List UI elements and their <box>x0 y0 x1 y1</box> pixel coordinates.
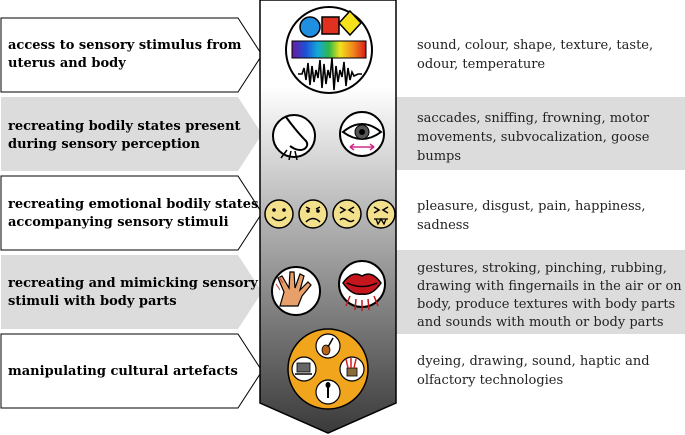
label-shape-4 <box>1 255 262 329</box>
label-texts: access to sensory stimulus from uterus a… <box>8 38 258 379</box>
row-1-label-line-2: uterus and body <box>8 56 126 71</box>
row-1-label: access to sensory stimulus from <box>8 38 242 53</box>
dropper-icon <box>315 379 341 405</box>
sad-face-icon <box>298 199 328 229</box>
row-1-description: sound, colour, shape, texture, taste, <box>417 38 653 53</box>
central-arrow <box>259 0 397 434</box>
saccade-arrow-icon <box>349 143 375 151</box>
label-shape-1 <box>0 17 263 93</box>
row-2-label: recreating bodily states present <box>8 119 241 134</box>
row-2-description: saccades, sniffing, frowning, motor <box>417 111 650 126</box>
mouth-icon <box>338 260 386 311</box>
colour-spectrum-icon <box>291 40 367 59</box>
row-4-description-line-3: body, produce textures with body parts <box>417 297 675 312</box>
pain-face-icon <box>332 199 362 229</box>
row-3-description: pleasure, disgust, pain, happiness, <box>417 199 645 214</box>
pencils-icon <box>339 356 365 382</box>
label-shapes <box>0 17 263 409</box>
cultural-artefacts-icon <box>287 328 369 410</box>
sensory-stimulus-icon <box>285 6 373 94</box>
disgust-face-icon <box>366 199 396 229</box>
blue-circle-icon <box>299 16 321 38</box>
happy-face-icon <box>264 199 294 229</box>
row-5-label: manipulating cultural artefacts <box>8 364 238 379</box>
row-5-description-line-2: olfactory technologies <box>417 373 563 388</box>
row-4-description: gestures, stroking, pinching, rubbing, <box>417 261 667 276</box>
label-shape-3 <box>0 175 263 251</box>
description-texts: sound, colour, shape, texture, taste, od… <box>417 38 682 388</box>
row-2-description-line-2: movements, subvocalization, goose <box>417 130 650 145</box>
row-5-description: dyeing, drawing, sound, haptic and <box>417 354 650 369</box>
eye-icon <box>339 111 385 157</box>
row-3-description-line-2: sadness <box>417 218 469 233</box>
row-shade-2 <box>395 97 685 170</box>
nose-icon <box>272 114 316 161</box>
laptop-icon <box>291 356 317 382</box>
row-2-label-line-2: during sensory perception <box>8 137 200 152</box>
label-shape-5 <box>0 333 263 409</box>
row-3-label: recreating emotional bodily states <box>8 197 258 212</box>
hand-and-mouth-icon <box>271 260 386 316</box>
row-4-description-line-2: drawing with fingernails in the air or o… <box>417 279 682 294</box>
row-4-label-line-2: stimuli with body parts <box>8 294 177 309</box>
row-4-label: recreating and mimicking sensory <box>8 276 258 291</box>
row-4-description-line-4: and sounds with mouth or body parts <box>417 315 664 330</box>
label-shape-2 <box>1 97 262 171</box>
row-2-description-line-3: bumps <box>417 149 461 164</box>
row-shade-4 <box>395 250 685 334</box>
yellow-diamond-icon <box>337 9 363 37</box>
nose-and-eye-icon <box>272 111 385 161</box>
guitar-icon <box>315 333 341 359</box>
red-square-icon <box>321 16 340 35</box>
row-1-description-line-2: odour, temperature <box>417 57 545 72</box>
row-shade-bands <box>395 97 685 334</box>
emotion-faces-icon <box>264 199 396 229</box>
hand-icon <box>271 266 321 316</box>
sound-wave-icon <box>298 57 362 91</box>
row-3-label-line-2: accompanying sensory stimuli <box>8 215 229 230</box>
